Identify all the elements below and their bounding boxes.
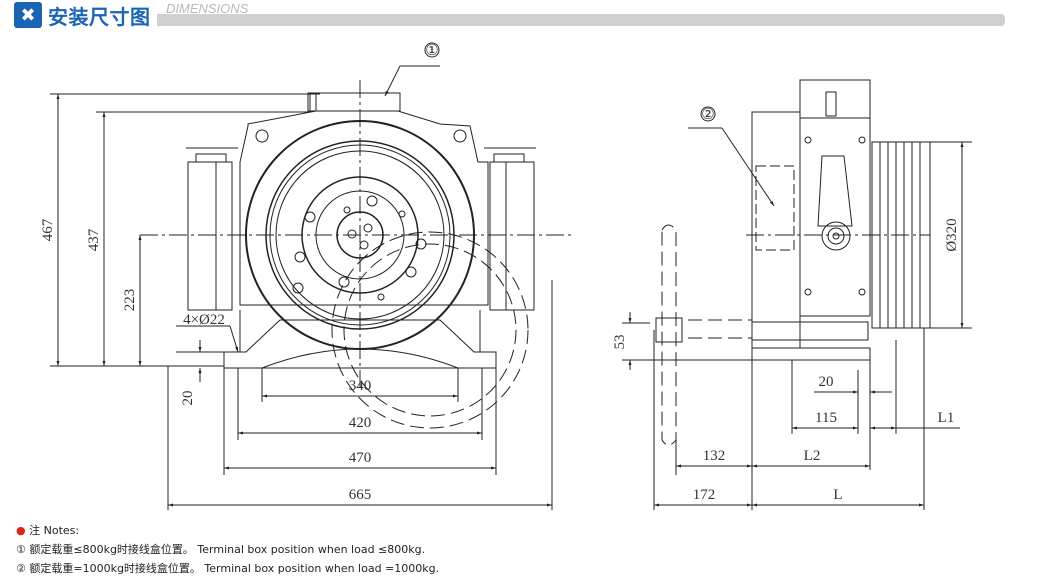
dim-shaft-height: 53 [612, 335, 628, 350]
dim-width-420: 420 [349, 415, 372, 431]
dim-mount-holes: 4×Ø22 [183, 312, 225, 328]
dim-overall-width: 665 [349, 487, 372, 503]
section-subtitle: DIMENSIONS [166, 1, 249, 16]
dim-132: 132 [703, 448, 726, 464]
dim-height-437: 437 [86, 228, 102, 251]
note-item: ② 额定载重=1000kg时接线盒位置。 Terminal box positi… [16, 562, 440, 575]
note-item: ① 额定载重≤800kg时接线盒位置。 Terminal box positio… [16, 543, 426, 556]
header-bar [70, 14, 1005, 26]
dim-base-thickness: 20 [180, 391, 196, 406]
section-header: ✖ 安装尺寸图 DIMENSIONS [0, 0, 1041, 32]
dim-172: 172 [693, 487, 716, 503]
dim-115: 115 [815, 410, 837, 426]
dim-sheave-diameter: Ø320 [944, 218, 960, 251]
front-view [50, 42, 572, 510]
side-view [622, 79, 972, 510]
notes-section: ● 注 Notes: ① 额定载重≤800kg时接线盒位置。 Terminal … [16, 521, 439, 578]
dim-l: L [833, 487, 842, 503]
dim-overall-height: 467 [40, 218, 56, 241]
bullet-icon: ● [16, 524, 26, 537]
dim-center-height: 223 [122, 289, 138, 312]
section-title: 安装尺寸图 [48, 1, 157, 30]
callout-1: ① [425, 43, 438, 59]
dim-20: 20 [819, 374, 834, 390]
dimension-drawing: ① 467 437 223 20 4×Ø22 340 420 470 665 ②… [40, 42, 972, 510]
notes-title-row: ● 注 Notes: [16, 521, 439, 540]
wrench-screwdriver-icon: ✖ [14, 2, 42, 28]
dim-width-470: 470 [349, 450, 372, 466]
callout-2: ② [701, 107, 714, 123]
dim-l2: L2 [804, 448, 821, 464]
dim-width-340: 340 [349, 378, 372, 394]
notes-title: 注 Notes: [29, 524, 80, 537]
dim-l1: L1 [938, 410, 955, 426]
